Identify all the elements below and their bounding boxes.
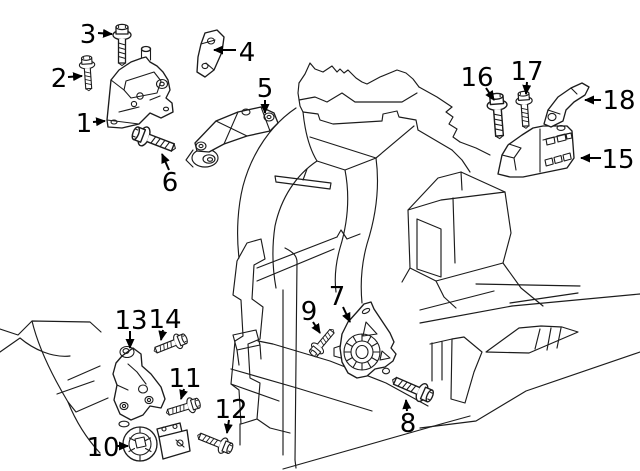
callout-18: 18 bbox=[584, 86, 636, 116]
part-11-bolt bbox=[163, 394, 203, 421]
callout-10-label: 10 bbox=[86, 433, 119, 463]
callout-4-label: 4 bbox=[239, 38, 256, 68]
callout-11-label: 11 bbox=[168, 364, 201, 394]
callout-5: 5 bbox=[257, 74, 274, 114]
callout-7: 7 bbox=[329, 282, 351, 323]
callout-2-label: 2 bbox=[51, 64, 68, 94]
callout-13: 13 bbox=[114, 306, 148, 349]
part-12-bolt bbox=[194, 427, 236, 458]
part-13-mount-bracket bbox=[112, 345, 166, 428]
part-17-bolt bbox=[514, 90, 535, 130]
callout-3-label: 3 bbox=[80, 20, 97, 50]
callout-6-label: 6 bbox=[162, 168, 179, 198]
callout-15: 15 bbox=[580, 145, 635, 175]
callout-14: 14 bbox=[148, 305, 182, 341]
callout-8-label: 8 bbox=[400, 409, 417, 439]
part-4-bracket bbox=[196, 29, 225, 78]
callout-15-label: 15 bbox=[601, 145, 634, 175]
part-2-bolt bbox=[78, 54, 98, 92]
callout-9: 9 bbox=[301, 297, 321, 334]
callout-14-label: 14 bbox=[148, 305, 181, 335]
callout-8: 8 bbox=[400, 399, 417, 439]
callout-1: 1 bbox=[76, 109, 106, 139]
part-5-bracket bbox=[194, 106, 279, 153]
callout-16-label: 16 bbox=[460, 63, 493, 93]
callout-6: 6 bbox=[161, 153, 179, 198]
callout-2: 2 bbox=[51, 64, 83, 94]
part-7-torque-strut-mount bbox=[333, 301, 397, 379]
callout-17-label: 17 bbox=[510, 57, 543, 87]
callout-9-label: 9 bbox=[301, 297, 318, 327]
callout-3: 3 bbox=[80, 20, 113, 50]
callout-7-label: 7 bbox=[329, 282, 346, 312]
callout-12: 12 bbox=[214, 395, 248, 434]
callouts: 1 2 3 4 5 6 7 8 bbox=[51, 20, 636, 463]
part-3-bolt bbox=[112, 23, 132, 67]
callout-12-label: 12 bbox=[214, 395, 247, 425]
callout-5-label: 5 bbox=[257, 74, 274, 104]
callout-10: 10 bbox=[86, 433, 129, 463]
part-16-bolt bbox=[485, 91, 511, 141]
part-10-transmission-mount bbox=[122, 422, 191, 462]
callout-1-label: 1 bbox=[76, 109, 93, 139]
callout-13-label: 13 bbox=[114, 306, 147, 336]
part-15-mount-assembly bbox=[497, 125, 575, 178]
engine-line-art bbox=[0, 62, 640, 470]
callout-18-label: 18 bbox=[602, 86, 635, 116]
callout-17: 17 bbox=[510, 57, 544, 95]
callout-16: 16 bbox=[460, 63, 495, 101]
part-6-bolt bbox=[128, 122, 180, 159]
part-18-bracket-arm bbox=[543, 82, 590, 128]
callout-4: 4 bbox=[213, 38, 256, 68]
part-1-engine-mount bbox=[106, 45, 174, 129]
callout-11: 11 bbox=[168, 364, 202, 400]
